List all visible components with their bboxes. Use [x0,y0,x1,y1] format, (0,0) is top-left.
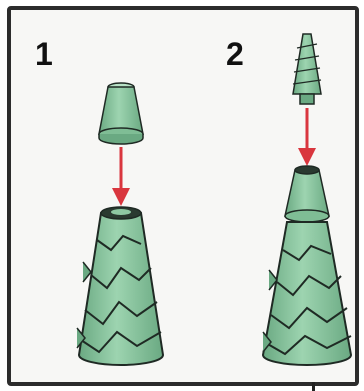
bottom-tick-mark [312,382,315,391]
instruction-panel: 1 2 [7,6,359,386]
step2-assembled-cone [263,166,351,365]
step1-small-cone [99,83,143,144]
step1-large-cone-base [77,207,163,365]
step1-arrow [112,147,130,206]
instruction-illustration [11,10,359,386]
step2-spike-piece [293,34,321,104]
step2-arrow [298,108,316,166]
